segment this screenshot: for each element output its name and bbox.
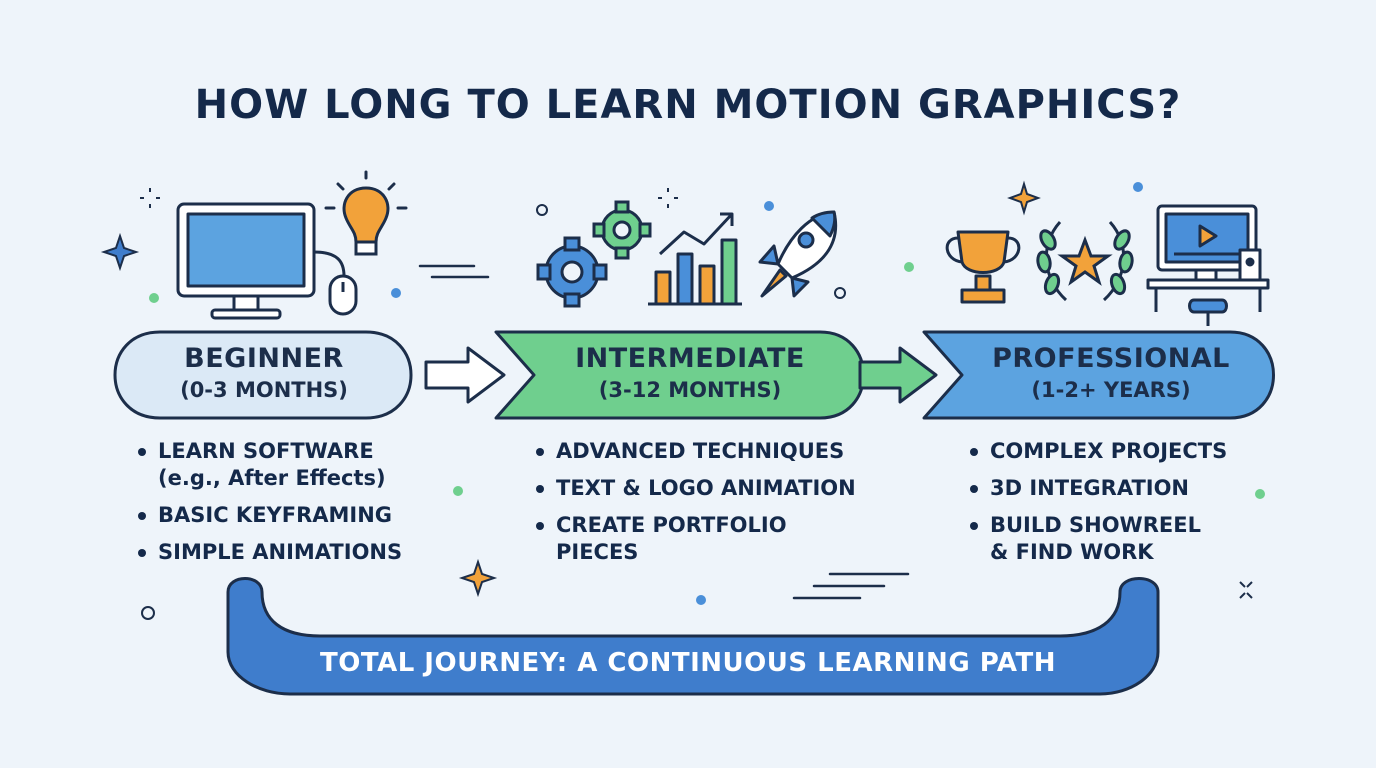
stage-name: PROFESSIONAL [992, 343, 1230, 374]
trophy-icon [945, 230, 1021, 304]
intermediate-steps: ADVANCED TECHNIQUES TEXT & LOGO ANIMATIO… [534, 438, 874, 576]
beginner-steps: LEARN SOFTWARE (e.g., After Effects) BAS… [136, 438, 436, 576]
stage-label-beginner: BEGINNER (0-3 MONTHS) [124, 343, 404, 402]
stage-duration: (1-2+ YEARS) [1031, 378, 1191, 402]
journey-label: TOTAL JOURNEY: A CONTINUOUS LEARNING PAT… [320, 648, 1056, 678]
rocket-icon [758, 210, 838, 298]
speed-lines [418, 264, 910, 600]
lightbulb-icon [324, 170, 408, 256]
list-item: BUILD SHOWREEL & FIND WORK [968, 512, 1268, 566]
monitor-icon [176, 202, 316, 320]
decorative-sparkles [140, 188, 1253, 599]
list-item: 3D INTEGRATION [968, 475, 1268, 502]
stage-name: BEGINNER [184, 343, 344, 374]
mouse-icon [313, 250, 358, 316]
laurel-star-icon [1036, 220, 1134, 302]
gears-icon [536, 200, 652, 308]
stage-duration: (3-12 MONTHS) [598, 378, 782, 402]
list-item: BASIC KEYFRAMING [136, 502, 436, 529]
list-item: CREATE PORTFOLIO PIECES [534, 512, 874, 566]
stage-duration: (0-3 MONTHS) [180, 378, 348, 402]
growth-chart-icon [648, 212, 742, 306]
sparkle-icon [1007, 180, 1041, 216]
list-item: TEXT & LOGO ANIMATION [534, 475, 874, 502]
stage-name: INTERMEDIATE [575, 343, 805, 374]
stage-shape-beginner [113, 330, 413, 420]
stage-shape-professional [922, 330, 1275, 420]
connector-arrow [858, 346, 938, 404]
list-item: SIMPLE ANIMATIONS [136, 539, 436, 566]
connector-arrow [424, 346, 506, 404]
list-item: COMPLEX PROJECTS [968, 438, 1268, 465]
decorative-dots [141, 182, 1265, 620]
stage-label-professional: PROFESSIONAL (1-2+ YEARS) [956, 343, 1266, 402]
video-workstation-icon [1146, 204, 1270, 326]
stage-label-intermediate: INTERMEDIATE (3-12 MONTHS) [530, 343, 850, 402]
sparkle-icon [100, 232, 140, 272]
list-item: ADVANCED TECHNIQUES [534, 438, 874, 465]
page-title: HOW LONG TO LEARN MOTION GRAPHICS? [194, 82, 1182, 128]
list-item: LEARN SOFTWARE (e.g., After Effects) [136, 438, 436, 492]
professional-steps: COMPLEX PROJECTS 3D INTEGRATION BUILD SH… [968, 438, 1268, 576]
journey-path [226, 577, 1160, 696]
sparkle-icon [458, 558, 498, 598]
